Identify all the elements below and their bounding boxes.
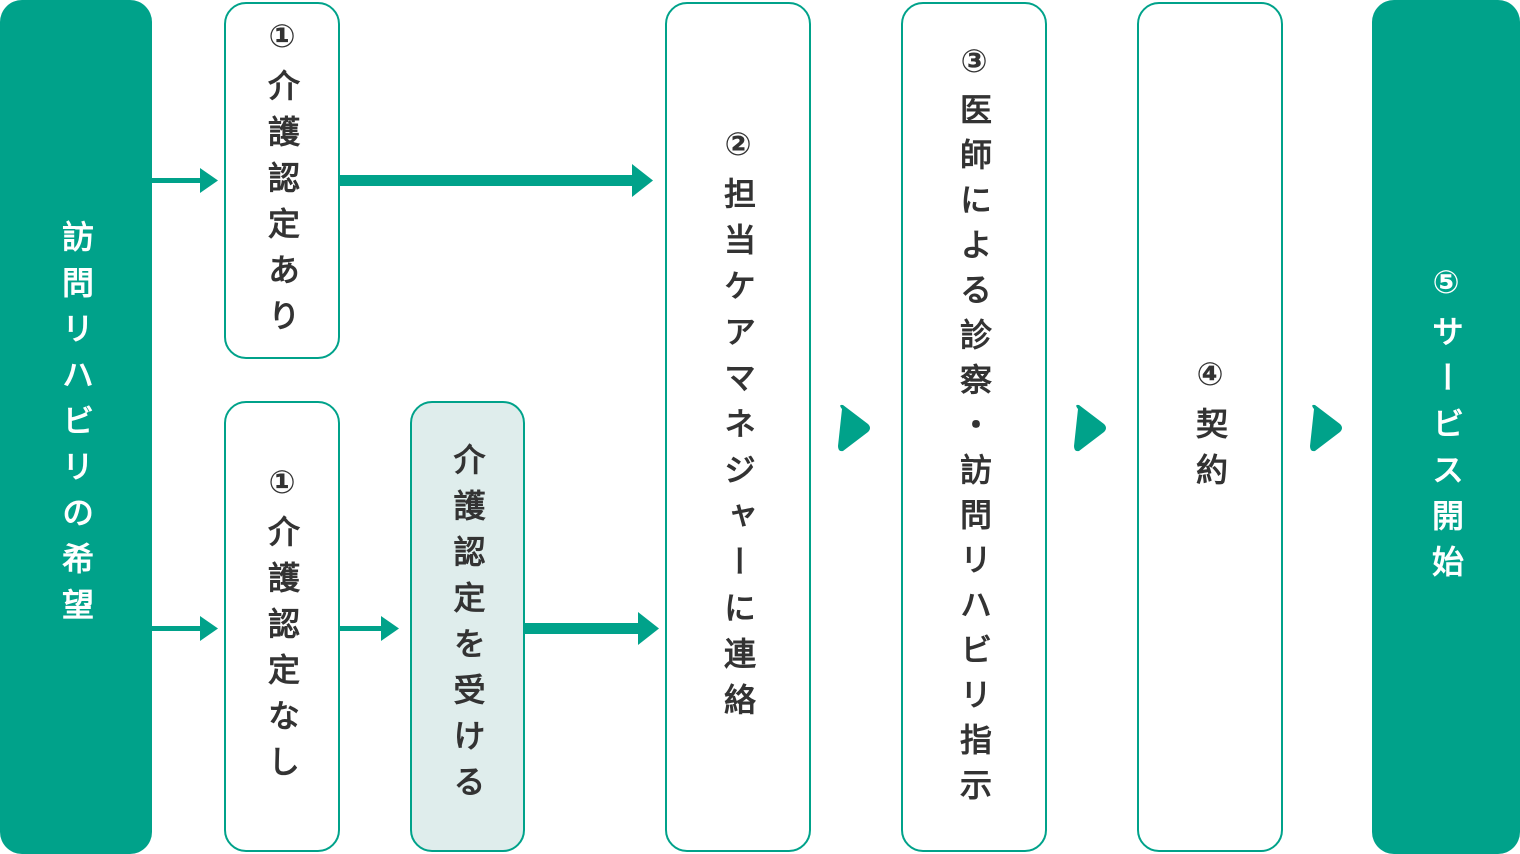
step5-box-service-start: ⑤サービス開始 — [1372, 0, 1520, 854]
step5-label: サービス開始 — [1427, 315, 1465, 591]
step3-text: ③医師による診察・訪問リハビリ指示 — [955, 41, 993, 813]
branch-with-certification-text: ①介護認定あり — [263, 16, 301, 345]
step4-text: ④契約 — [1191, 355, 1229, 499]
step-number: ⑤ — [1427, 263, 1465, 315]
branch-with-certification-label: 介護認定あり — [263, 68, 301, 345]
branch-box-with-certification: ①介護認定あり — [224, 2, 340, 359]
start-box-rehab-request: 訪問リハビリの希望 — [0, 0, 152, 854]
get-certification-label: 介護認定を受ける — [448, 442, 487, 811]
arrow-step4-to-step5-icon — [1310, 404, 1342, 452]
get-certification-box: 介護認定を受ける — [410, 401, 525, 852]
step-number: ① — [263, 16, 301, 69]
branch-box-without-certification: ①介護認定なし — [224, 401, 340, 852]
step5-text: ⑤サービス開始 — [1427, 263, 1465, 591]
start-label: 訪問リハビリの希望 — [57, 220, 95, 634]
step-number: ④ — [1191, 355, 1229, 407]
arrow-start-to-without-certification — [152, 616, 218, 641]
step-number: ② — [719, 125, 757, 177]
step2-label: 担当ケアマネジャーに連絡 — [719, 177, 757, 729]
branch-without-certification-text: ①介護認定なし — [263, 462, 301, 791]
step4-label: 契約 — [1191, 407, 1229, 499]
arrow-start-to-with-certification — [152, 168, 218, 193]
arrow-without-certification-to-get-certification — [340, 616, 399, 641]
step-number: ① — [263, 462, 301, 515]
step-number: ③ — [955, 41, 993, 93]
arrow-step3-to-step4-icon — [1074, 404, 1106, 452]
step4-box-contract: ④契約 — [1137, 2, 1283, 852]
step3-label: 医師による診察・訪問リハビリ指示 — [955, 92, 993, 813]
arrow-get-certification-to-step2 — [525, 612, 659, 645]
arrow-step2-to-step3-icon — [838, 404, 870, 452]
step2-text: ②担当ケアマネジャーに連絡 — [719, 125, 757, 729]
arrow-with-certification-to-step2 — [340, 164, 653, 197]
step3-box-doctor-exam: ③医師による診察・訪問リハビリ指示 — [901, 2, 1047, 852]
step2-box-contact-care-manager: ②担当ケアマネジャーに連絡 — [665, 2, 811, 852]
branch-without-certification-label: 介護認定なし — [263, 514, 301, 791]
